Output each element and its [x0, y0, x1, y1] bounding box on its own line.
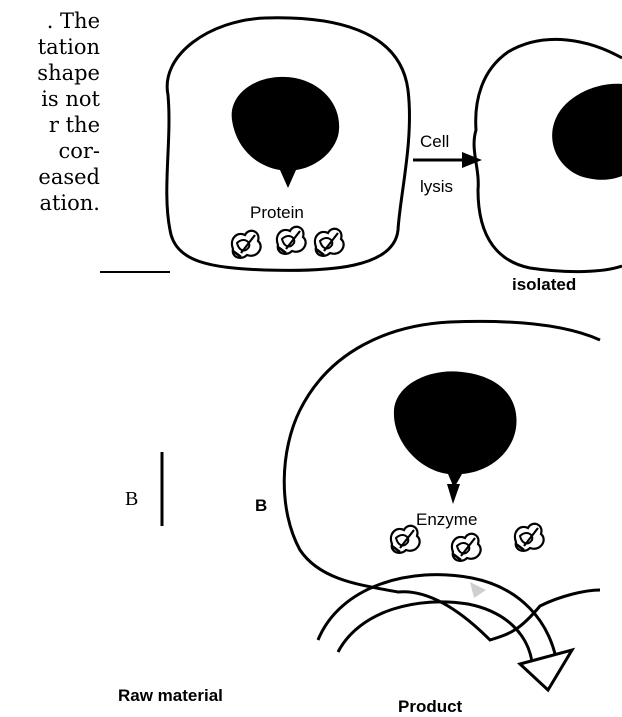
text-line: shape: [0, 60, 100, 86]
protein-label: Protein: [250, 203, 304, 223]
isolated-caption: isolated: [512, 275, 576, 295]
text-line: tation: [0, 34, 100, 60]
enzyme-label: Enzyme: [416, 510, 477, 530]
conversion-arrow: [318, 575, 572, 690]
text-line: cor-: [0, 138, 100, 164]
cell-lysis-arrow: [413, 152, 482, 168]
raw-material-label: Raw material: [118, 686, 223, 706]
cell-lysis-label-lysis: lysis: [420, 177, 453, 197]
protein-molecules: [232, 227, 344, 258]
text-line: r the: [0, 112, 100, 138]
panel-letter-b: B: [255, 496, 267, 516]
top-cell-right-nucleus: [552, 84, 622, 180]
product-label: Product: [398, 697, 462, 717]
margin-letter-b: B: [125, 488, 138, 511]
bottom-cell-membrane: [284, 321, 600, 640]
text-line: is not: [0, 86, 100, 112]
top-cell-left-nucleus: [232, 77, 339, 188]
bottom-nucleus-pointer: [447, 484, 460, 504]
bottom-cell-nucleus: [394, 371, 517, 488]
text-line: . The: [0, 8, 100, 34]
cell-lysis-label-cell: Cell: [420, 132, 449, 152]
text-line: ation.: [0, 190, 100, 216]
text-line: eased: [0, 164, 100, 190]
